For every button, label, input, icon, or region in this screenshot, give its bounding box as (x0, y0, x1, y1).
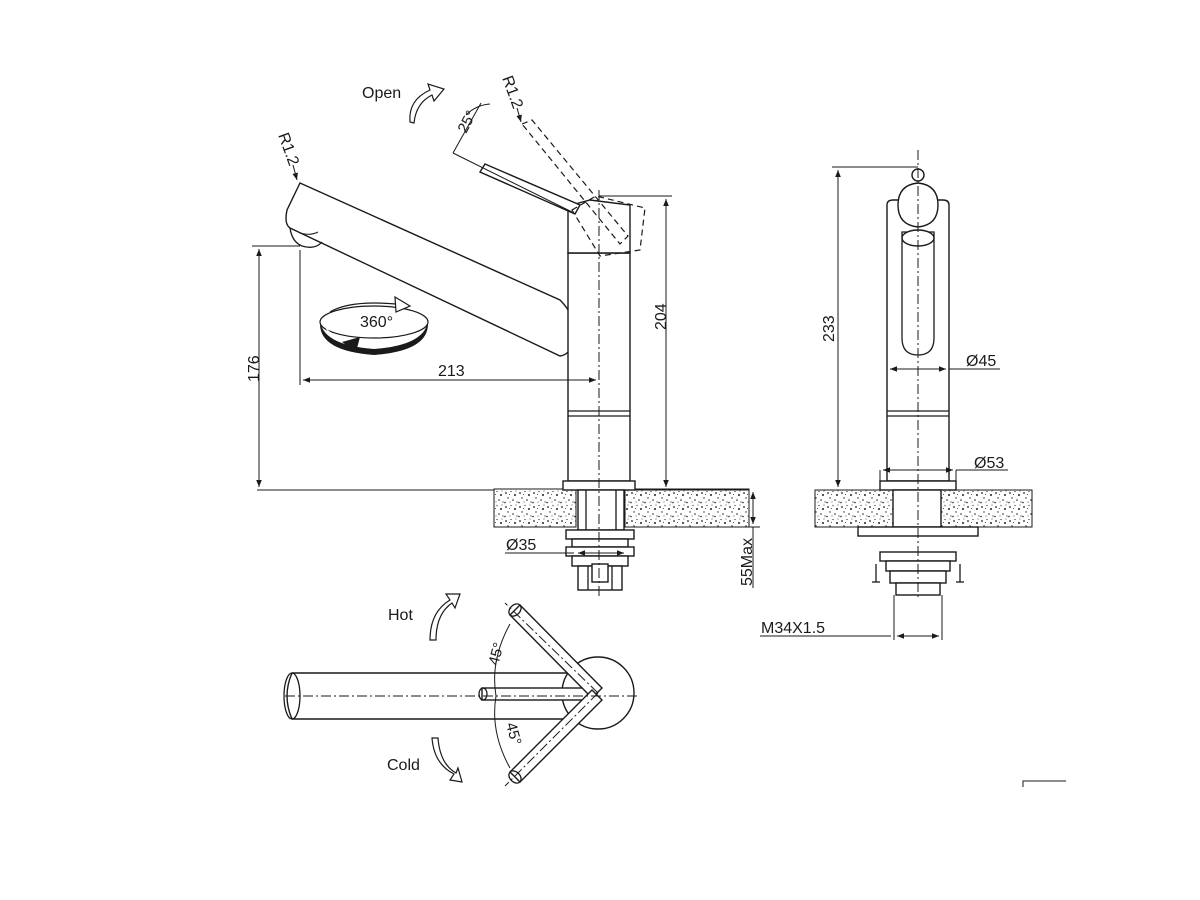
cold-rotation-icon (431, 737, 463, 783)
hot-rotation-icon (429, 593, 461, 641)
top-view: 45° 45° Hot Cold (283, 593, 640, 787)
max-thickness-label: 55Max (739, 538, 756, 586)
handle-lever (478, 163, 581, 215)
spout-radius-label: R1.2 (274, 131, 302, 169)
total-height-label: 204 (653, 303, 670, 330)
front-view: Open R1.2 25° R1.2 360° 213 176 (246, 74, 760, 598)
side-countertop-left (814, 489, 894, 528)
side-total-height-label: 233 (821, 315, 838, 342)
spout-height-label: 176 (246, 355, 263, 382)
hot-label: Hot (388, 607, 413, 624)
countertop-left (493, 488, 577, 528)
spout-arm (285, 182, 576, 357)
corner-mark (1022, 780, 1066, 787)
spout-aerator (289, 227, 323, 248)
hot-angle-label: 45° (485, 641, 507, 667)
body-diameter-label: Ø45 (966, 353, 996, 370)
countertop-right (624, 488, 750, 528)
spout-reach-label: 213 (438, 363, 465, 380)
open-rotation-icon (409, 83, 446, 124)
cold-angle-label: 45° (502, 721, 524, 747)
cold-label: Cold (387, 757, 420, 774)
lever-radius-label: R1.2 (498, 74, 526, 112)
thread-label: M34X1.5 (761, 620, 825, 637)
side-view: 233 Ø45 Ø53 M34X1.5 (760, 150, 1033, 640)
open-label: Open (362, 85, 401, 102)
mounting-plate (565, 529, 635, 540)
base-diameter-label: Ø53 (974, 455, 1004, 472)
swivel-360-icon (319, 295, 429, 355)
handle-lever-open (521, 119, 629, 245)
side-countertop-right (940, 489, 1033, 528)
hole-diameter-label: Ø35 (506, 537, 536, 554)
rotation-label: 360° (360, 314, 393, 331)
